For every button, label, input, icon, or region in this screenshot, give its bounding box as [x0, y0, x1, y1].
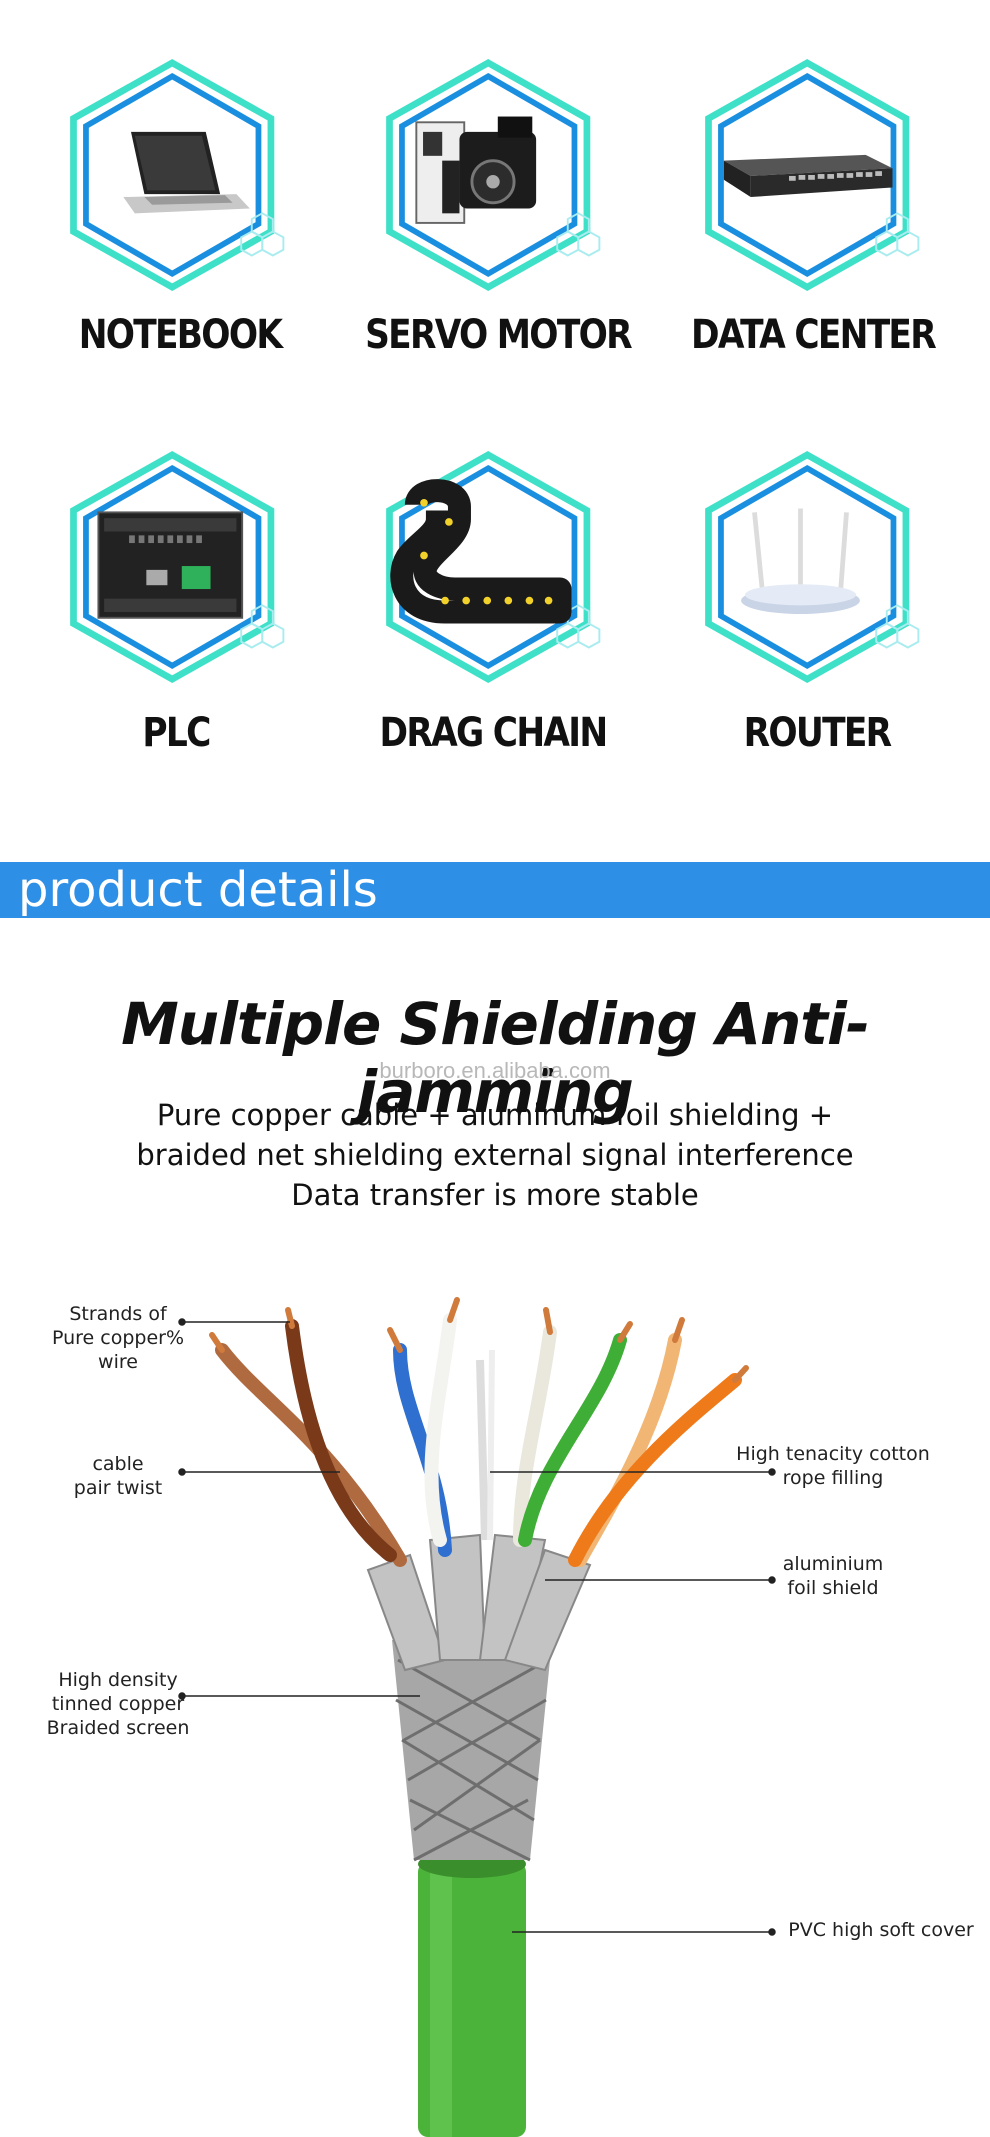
app-label-notebook: NOTEBOOK [78, 312, 283, 358]
callout-foil-line1: aluminium [782, 1553, 884, 1575]
subtitle-line-2: braided net shielding external signal in… [136, 1138, 854, 1172]
callout-twist: cable pair twist [60, 1452, 176, 1500]
callout-strands-line1: Strands of [69, 1303, 167, 1325]
callout-twist-line1: cable [92, 1453, 144, 1475]
router-icon [697, 447, 927, 687]
callout-strands: Strands of Pure copper% wire [30, 1302, 206, 1374]
brown-pair [215, 1343, 407, 1567]
callout-cover-line1: PVC high soft cover [788, 1919, 974, 1941]
cotton-filler [476, 1359, 489, 1541]
callout-foil: aluminium foil shield [770, 1552, 896, 1600]
callout-filling: High tenacity cotton rope filling [730, 1442, 936, 1490]
drag-chain-icon [378, 447, 608, 687]
callout-braid-line3: Braided screen [46, 1717, 190, 1739]
app-label-data-center: DATA CENTER [691, 312, 937, 358]
app-label-plc: PLC [142, 710, 211, 756]
section-banner: product details [0, 862, 990, 918]
cable-cross-section-diagram [178, 1297, 776, 2137]
subtitle-line-1: Pure copper cable + aluminum foil shield… [156, 1098, 834, 1132]
banner-title: product details [18, 862, 378, 918]
callout-foil-line2: foil shield [787, 1577, 879, 1599]
callout-cover: PVC high soft cover [776, 1918, 986, 1942]
app-label-drag-chain: DRAG CHAIN [379, 710, 609, 756]
plc-icon [62, 447, 292, 687]
headline: Multiple Shielding Anti-jamming [121, 990, 870, 1126]
callout-twist-line2: pair twist [73, 1477, 163, 1499]
network-switch-icon [697, 55, 927, 295]
callout-braid-line2: tinned copper [51, 1693, 185, 1715]
callout-filling-line2: rope filling [782, 1467, 884, 1489]
watermark: burboro.en.alibaba.com [379, 1058, 611, 1083]
callout-filling-line1: High tenacity cotton [736, 1443, 930, 1465]
callout-braid-line1: High density [58, 1669, 178, 1691]
green-pair [513, 1325, 557, 1547]
servo-motor-icon [378, 55, 608, 295]
callout-strands-line2: Pure copper% wire [51, 1327, 185, 1373]
notebook-icon [62, 55, 292, 295]
subtitle-line-3: Data transfer is more stable [291, 1178, 699, 1212]
callout-braid: High density tinned copper Braided scree… [40, 1668, 196, 1740]
app-label-router: ROUTER [743, 710, 893, 756]
app-label-servo-motor: SERVO MOTOR [365, 312, 632, 358]
